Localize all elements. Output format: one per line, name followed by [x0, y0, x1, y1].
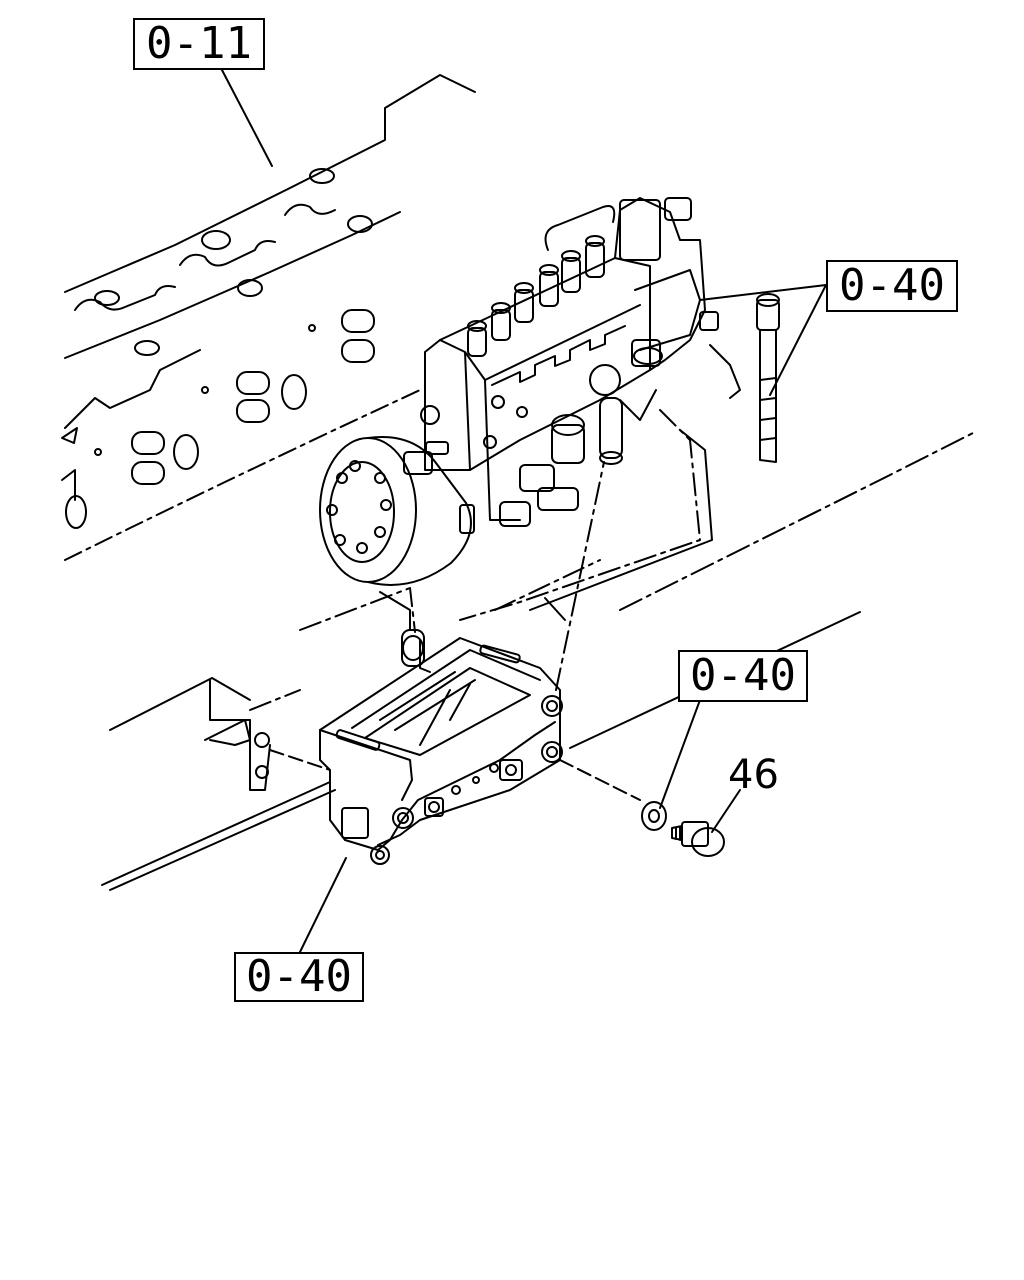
callout-0-40-middle-right[interactable]: 0-40 [678, 650, 808, 702]
injection-pump [319, 197, 741, 621]
callout-0-11[interactable]: 0-11 [133, 18, 265, 70]
cylinder-head-gasket [61, 74, 476, 561]
leader-lines [221, 69, 827, 953]
washer-and-bolt-46 [641, 801, 725, 857]
callout-0-40-upper-right[interactable]: 0-40 [826, 260, 958, 312]
engine-block-outline [101, 431, 976, 891]
pump-bolt [756, 293, 780, 463]
pump-mounting-bracket [319, 637, 563, 865]
part-number-46[interactable]: 46 [728, 752, 779, 798]
callout-0-40-lower-left[interactable]: 0-40 [234, 952, 364, 1002]
